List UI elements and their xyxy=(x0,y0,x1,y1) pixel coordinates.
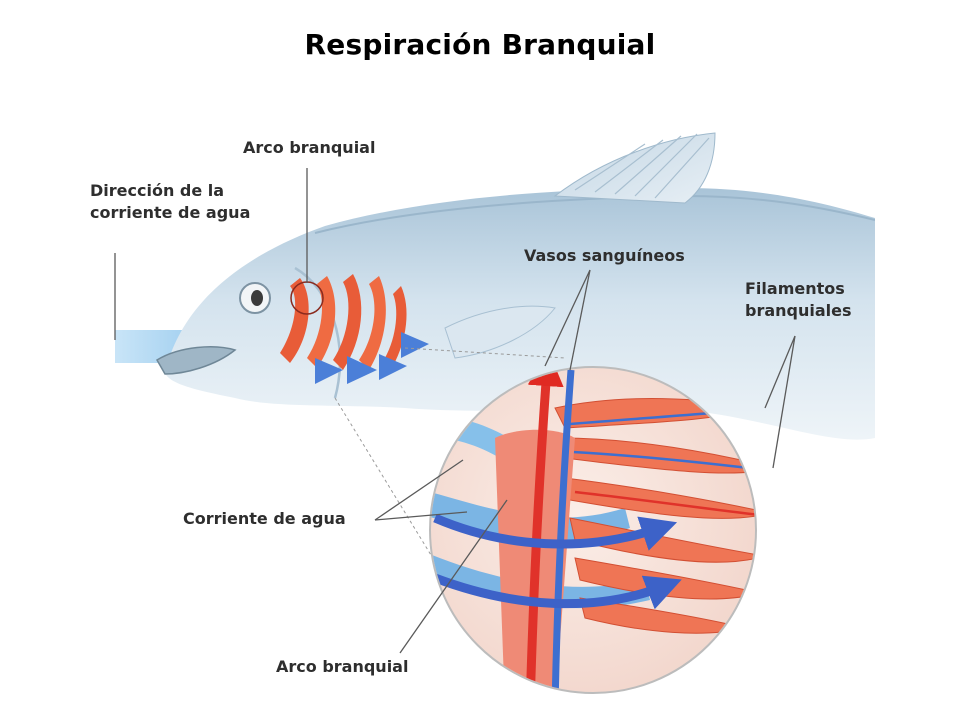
label-leader-lines xyxy=(114,168,796,654)
label-water-direction-line1: Dirección de la xyxy=(90,181,225,200)
label-blood-vessels: Vasos sanguíneos xyxy=(524,246,685,265)
label-gill-arch-top: Arco branquial xyxy=(243,138,376,157)
magnified-gill-detail xyxy=(429,366,757,694)
dorsal-fin xyxy=(553,132,716,204)
label-water-current: Corriente de agua xyxy=(183,509,346,528)
label-gill-filaments-line2: branquiales xyxy=(745,301,852,320)
fish-body xyxy=(155,132,875,440)
pectoral-fin xyxy=(444,305,556,359)
gill-arches-head xyxy=(280,274,429,384)
label-gill-filaments-line1: Filamentos xyxy=(745,279,845,298)
label-gill-arch-bottom: Arco branquial xyxy=(276,657,409,676)
zoom-guide-lines xyxy=(334,347,566,579)
gill-respiration-illustration xyxy=(114,132,875,694)
fish-mouth xyxy=(155,346,237,375)
label-water-direction-line2: corriente de agua xyxy=(90,203,251,222)
page-title: Respiración Branquial xyxy=(304,28,656,61)
